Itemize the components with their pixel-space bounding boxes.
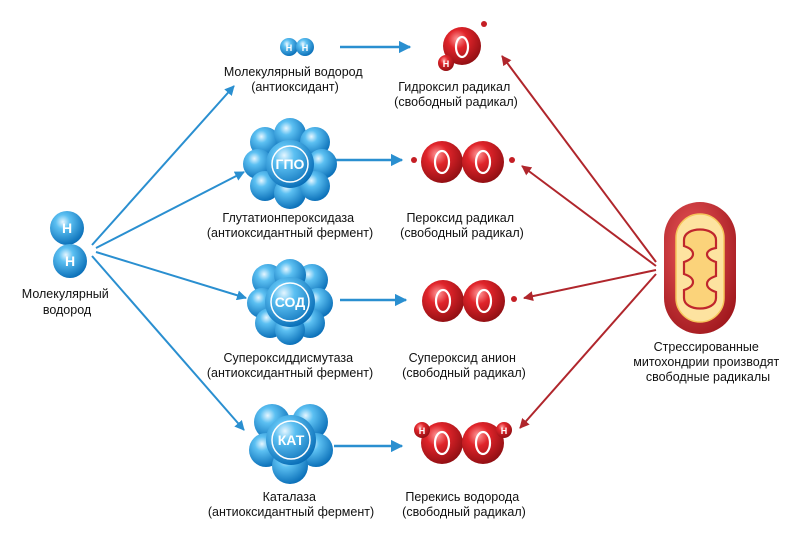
label-line: (свободный радикал) [402,366,526,380]
gpo-label: Глутатионпероксидаза (антиоксидантный фе… [207,211,373,240]
superoxide-anion-molecule [422,280,517,322]
mitochondria-label: Стрессированные митохондрии производят с… [633,340,782,384]
label-line: (антиоксидантный фермент) [208,505,374,519]
enzyme-label: СОД [275,294,305,310]
label-line: свободные радикалы [646,370,770,384]
label-line: водород [43,303,92,317]
h2-source-molecule: H H [50,211,87,278]
label-line: Супероксиддисмутаза [223,351,353,365]
atom-label: H [302,43,309,53]
enzyme-label: ГПО [276,156,305,172]
label-line: Супероксид анион [409,351,516,365]
label-line: Глутатионпероксидаза [222,211,354,225]
sod-enzyme: СОД [247,259,333,345]
hydrogen-atom-icon [53,244,87,278]
label-line: Стрессированные [654,340,759,354]
enzyme-label: КАТ [278,432,305,448]
label-line: (антиоксидант) [251,80,339,94]
oxygen-atom-icon [463,280,505,322]
oxygen-atom-icon [462,141,504,183]
hydrogen-atom-icon [496,422,512,438]
label-line: Молекулярный [22,287,109,301]
h2-antioxidant-molecule: H H [280,38,314,56]
hydrogen-atom-icon [296,38,314,56]
unpaired-electron-icon [481,21,487,27]
hydroxyl-label: Гидроксил радикал (свободный радикал) [394,80,518,109]
hydrogen-atom-icon [438,55,454,71]
gpo-enzyme: ГПО [243,118,337,209]
label-line: (свободный радикал) [400,226,524,240]
atom-label: H [65,253,75,269]
oxygen-atom-icon [422,280,464,322]
mitochondria-arrows [501,55,657,429]
label-line: митохондрии производят [633,355,779,369]
h2-source-label: Молекулярный водород [22,287,112,317]
atom-label: H [419,426,426,436]
hydroxyl-radical-molecule: H [438,21,487,71]
label-line: Молекулярный водород [224,65,363,79]
peroxide-label: Пероксид радикал (свободный радикал) [400,211,524,240]
source-arrows [91,85,247,431]
label-line: (антиоксидантный фермент) [207,226,373,240]
label-line: (свободный радикал) [394,95,518,109]
h2-antioxidant-label: Молекулярный водород (антиоксидант) [224,65,366,94]
hydrogen-atom-icon [414,422,430,438]
cat-enzyme: КАТ [249,404,333,484]
unpaired-electron-icon [411,157,417,163]
label-line: Каталаза [263,490,316,504]
unpaired-electron-icon [509,157,515,163]
hydrogen-atom-icon [50,211,84,245]
hydrogen-peroxide-molecule: H H [414,422,512,464]
reaction-arrows [334,40,412,453]
label-line: (свободный радикал) [402,505,526,519]
atom-label: H [62,220,72,236]
oxygen-atom-icon [421,422,463,464]
label-line: Перекись водорода [405,490,519,504]
oxygen-atom-icon [462,422,504,464]
cat-label: Каталаза (антиоксидантный фермент) [208,490,374,519]
peroxide-radical-molecule [411,141,515,183]
oxygen-atom-icon [443,27,481,65]
atom-label: H [286,43,293,53]
unpaired-electron-icon [511,296,517,302]
label-line: Гидроксил радикал [398,80,510,94]
label-line: Пероксид радикал [406,211,514,225]
sod-label: Супероксиддисмутаза (антиоксидантный фер… [207,351,373,380]
label-line: (антиоксидантный фермент) [207,366,373,380]
hydrogen-atom-icon [280,38,298,56]
atom-label: H [443,59,450,69]
hydrogen-peroxide-label: Перекись водорода (свободный радикал) [402,490,526,519]
oxygen-atom-icon [421,141,463,183]
superoxide-label: Супероксид анион (свободный радикал) [402,351,526,380]
mitochondria-icon [664,202,736,334]
atom-label: H [501,426,508,436]
